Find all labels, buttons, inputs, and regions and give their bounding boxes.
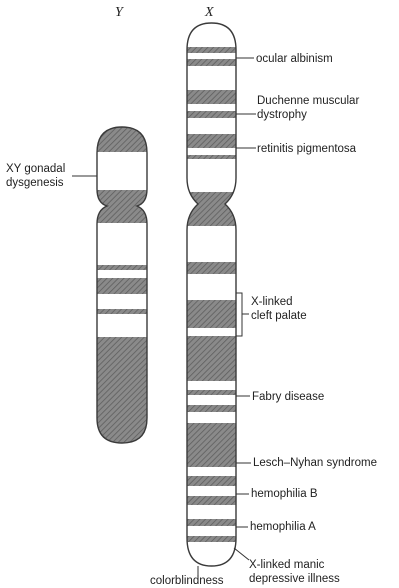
label-fabry-disease: Fabry disease — [252, 391, 324, 403]
y-band — [90, 278, 155, 294]
label-lesch-nyhan: Lesch–Nyhan syndrome — [253, 457, 377, 469]
x-band — [180, 536, 243, 542]
x-chromosome-bands — [180, 47, 243, 542]
label-hemophilia-b: hemophilia B — [251, 488, 318, 500]
label-xy-gonadal: XY gonadal — [6, 163, 65, 175]
x-band — [180, 192, 243, 226]
label-hemophilia-a: hemophilia A — [250, 521, 316, 533]
x-band — [180, 496, 243, 505]
label-cleft-line2: cleft palate — [251, 310, 307, 322]
y-chromosome-title: Y — [115, 5, 125, 20]
x-band — [180, 90, 243, 104]
x-band — [180, 300, 243, 328]
label-manic-line1: X-linked manic — [249, 559, 325, 571]
label-retinitis-pigmentosa: retinitis pigmentosa — [257, 143, 357, 155]
x-band — [180, 423, 243, 467]
x-band — [180, 262, 243, 274]
x-chromosome-title: X — [204, 5, 214, 20]
label-manic-line2: depressive illness — [249, 573, 340, 585]
y-band — [90, 265, 155, 270]
x-band — [180, 155, 243, 159]
y-band — [90, 309, 155, 314]
label-dysgenesis: dysgenesis — [6, 177, 64, 189]
x-chromosome: X — [150, 5, 377, 587]
x-band — [180, 405, 243, 412]
y-band — [90, 118, 155, 152]
x-band — [180, 519, 243, 526]
cleft-palate-bracket — [236, 293, 242, 336]
label-cleft-line1: X-linked — [251, 296, 293, 308]
label-duchenne-line1: Duchenne muscular — [257, 95, 359, 107]
label-colorblindness: colorblindness — [150, 575, 224, 587]
x-band — [180, 59, 243, 66]
x-band — [180, 476, 243, 486]
y-chromosome: Y XY gonadal dysgenesis — [6, 5, 155, 447]
x-band — [180, 47, 243, 53]
label-ocular-albinism: ocular albinism — [256, 53, 333, 65]
label-duchenne-line2: dystrophy — [257, 109, 307, 121]
x-band — [180, 111, 243, 118]
x-band — [180, 390, 243, 395]
manic-depressive-leader-line — [234, 548, 249, 560]
y-band — [90, 190, 155, 223]
y-chromosome-bands — [90, 118, 155, 447]
x-band — [180, 336, 243, 381]
x-band — [180, 134, 243, 148]
